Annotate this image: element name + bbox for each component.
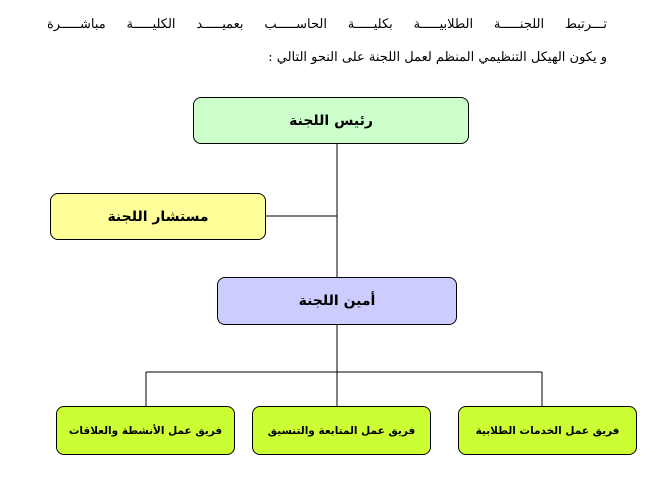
team-student-services-box: فريق عمل الخدمات الطلابية <box>458 406 637 455</box>
committee-advisor-box: مستشار اللجنة <box>50 193 266 240</box>
team-followup-coordination-box: فريق عمل المتابعة والتنسيق <box>252 406 431 455</box>
intro-line-1: تـــرتبط اللجنـــــة الطلابيـــــة بكليـ… <box>47 17 607 32</box>
committee-secretary-box: أمين اللجنة <box>217 277 457 325</box>
team-activities-relations-box: فريق عمل الأنشطة والعلاقات <box>56 406 235 455</box>
intro-line-2: و يكون الهيكل التنظيمي المنظم لعمل اللجن… <box>268 50 607 65</box>
committee-head-box: رئيس اللجنة <box>193 97 469 144</box>
